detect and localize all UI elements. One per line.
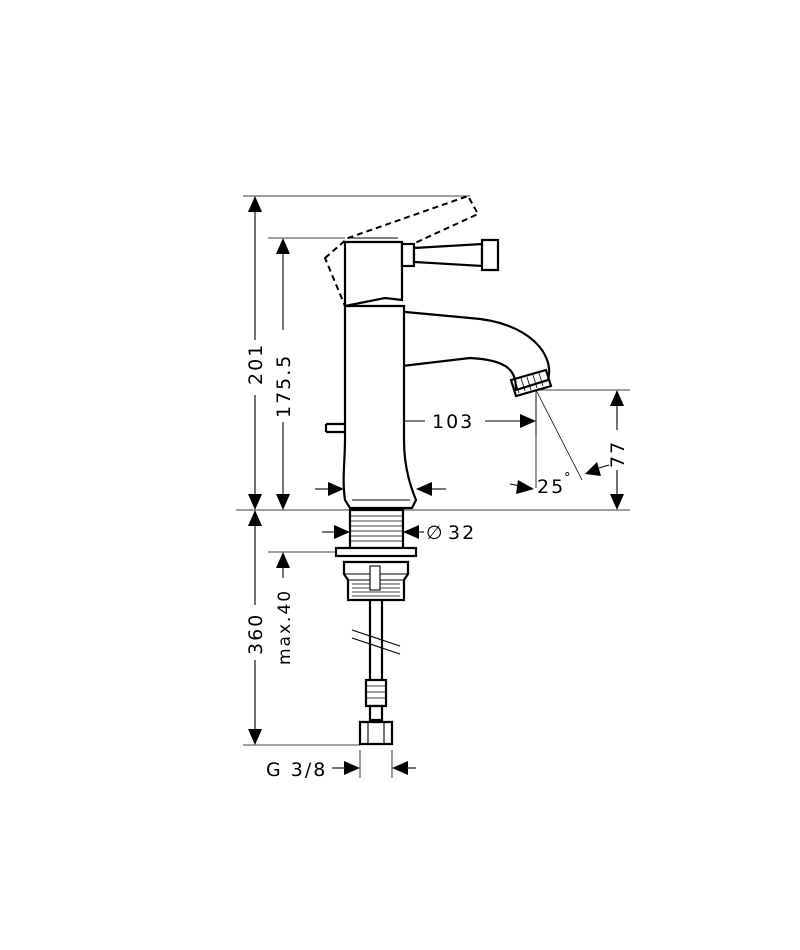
- mounting-assembly: [334, 508, 418, 602]
- dimension-spout-angle: 25 °: [509, 389, 610, 498]
- nut-screw: [369, 565, 381, 591]
- faucet-outline: [323, 194, 553, 510]
- label-shank-diameter: 32: [448, 522, 476, 544]
- dimension-lever-height: 175.5: [273, 238, 295, 510]
- faucet-body: [342, 304, 418, 510]
- hose-crimp: [364, 678, 388, 708]
- shank-threads: [350, 515, 403, 542]
- aerator: [509, 368, 553, 398]
- dimension-hose-length: 360: [245, 510, 267, 745]
- spout: [381, 308, 551, 392]
- label-connection: G 3/8: [266, 759, 327, 781]
- washer: [334, 546, 418, 558]
- label-shank-diameter-symbol: ∅: [426, 522, 445, 544]
- lever-handle: [400, 238, 500, 272]
- label-degree-symbol: °: [564, 471, 573, 486]
- label-spout-height: 77: [607, 440, 629, 468]
- label-lever-height: 175.5: [273, 354, 295, 418]
- dimension-max-thickness: max.40: [275, 552, 295, 665]
- connection-nut: [358, 720, 394, 746]
- dimension-shank-diameter: ∅ 32: [322, 522, 476, 544]
- hose-neck: [368, 704, 384, 722]
- label-spout-reach: 103: [432, 411, 474, 433]
- lever-raised-outline: [323, 194, 480, 308]
- label-max-thickness: max.40: [275, 589, 295, 665]
- lever-cap: [343, 240, 404, 308]
- dimension-connection: G 3/8: [266, 759, 416, 781]
- break-line-2: [351, 629, 401, 647]
- dimension-total-height: 201: [245, 196, 267, 510]
- label-total-height: 201: [245, 343, 267, 385]
- flexible-hose: [351, 600, 401, 746]
- dimension-spout-height: 77: [607, 390, 629, 510]
- label-spout-angle: 25: [537, 476, 565, 498]
- extension-lines: [236, 195, 630, 778]
- break-line-1: [351, 637, 401, 655]
- popup-rod: [324, 422, 345, 434]
- label-hose-length: 360: [245, 613, 267, 655]
